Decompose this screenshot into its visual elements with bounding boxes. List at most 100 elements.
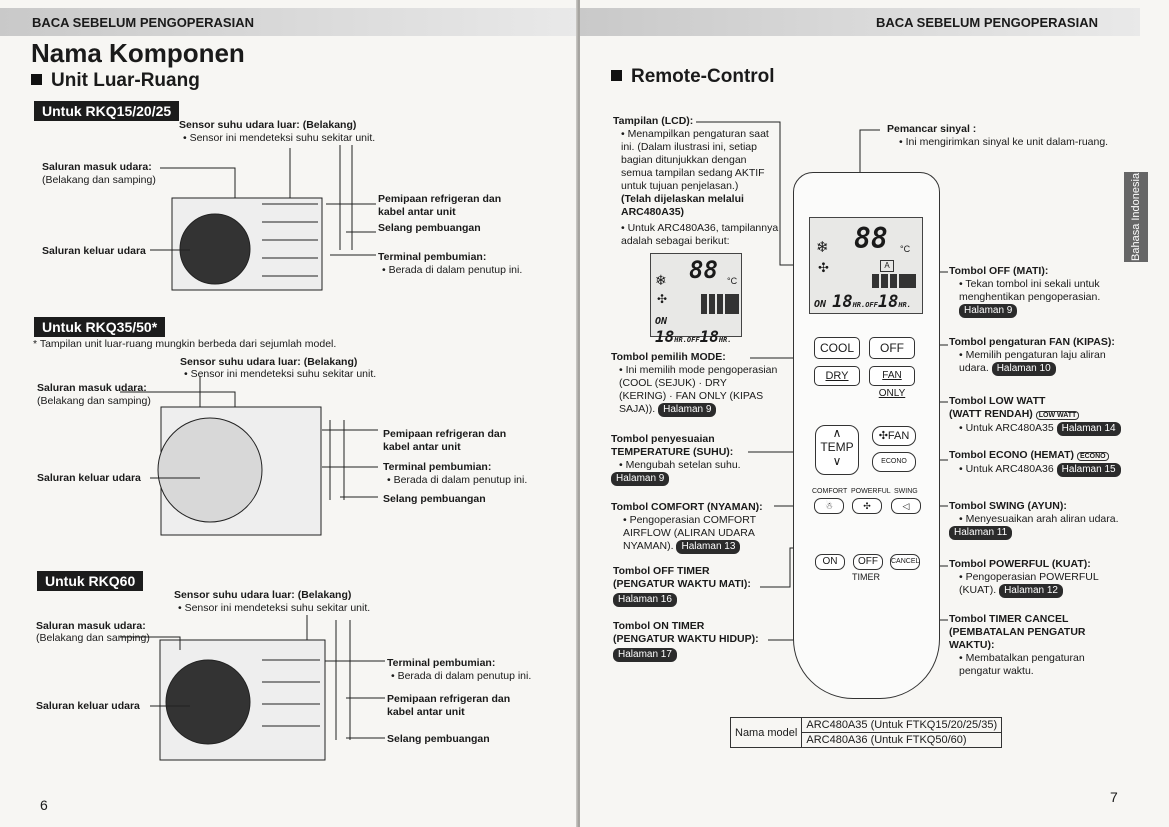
- outlet-label: Saluran keluar udara: [36, 700, 140, 712]
- inlet-title: Saluran masuk udara:: [37, 382, 147, 394]
- lcd-display-arc480a36: 88 °C ❄ ✣ ON 18HR.OFF18HR.: [650, 253, 742, 346]
- off-timer-button[interactable]: OFF: [853, 554, 883, 570]
- powerful-icon: ✣: [863, 501, 871, 511]
- fan-icon: ✣: [657, 292, 668, 306]
- page-ref: Halaman 12: [999, 584, 1063, 598]
- fan-only-button[interactable]: FAN ONLY: [869, 366, 915, 399]
- snowflake-icon: ❄: [816, 239, 829, 256]
- swing-button[interactable]: ◁: [891, 498, 921, 514]
- section-title: Remote-Control: [611, 66, 775, 88]
- fan-description: Tombol pengaturan FAN (KIPAS): • Memilih…: [949, 336, 1115, 376]
- timer-label: TIMER: [852, 572, 880, 582]
- model-row: ARC480A36 (Untuk FTKQ50/60): [801, 732, 1003, 748]
- comfort-button[interactable]: ☃: [814, 498, 844, 514]
- bullet-square-icon: [31, 74, 42, 85]
- page-ref: Halaman 15: [1056, 463, 1121, 477]
- page-ref: Halaman 13: [676, 540, 741, 554]
- model-note: * Tampilan unit luar-ruang mungkin berbe…: [33, 338, 337, 350]
- page-ref: Halaman 17: [613, 648, 677, 662]
- off-description: Tombol OFF (MATI): • Tekan tombol ini se…: [949, 265, 1101, 318]
- comfort-description: Tombol COMFORT (NYAMAN): • Pengoperasian…: [611, 501, 763, 554]
- on-timer-description: Tombol ON TIMER(PENGATUR WAKTU HIDUP): H…: [613, 620, 759, 662]
- comfort-icon: ☃: [824, 501, 834, 511]
- dry-button[interactable]: DRY: [814, 366, 860, 386]
- header-text: BACA SEBELUM PENGOPERASIAN: [32, 15, 254, 30]
- fan-icon: ✣: [878, 430, 888, 442]
- model-badge-1: Untuk RKQ15/20/25: [34, 101, 180, 121]
- outlet-label: Saluran keluar udara: [42, 245, 146, 257]
- terminal-title: Terminal pembumian:: [378, 251, 487, 263]
- terminal-desc: • Berada di dalam penutup ini.: [387, 474, 528, 486]
- sensor-desc: • Sensor ini mendeteksi suhu sekitar uni…: [178, 602, 371, 614]
- inlet-title: Saluran masuk udara:: [36, 620, 146, 632]
- page-ref: Halaman 16: [613, 593, 677, 607]
- fan-button[interactable]: ✣FAN: [872, 426, 916, 446]
- inlet-desc: (Belakang dan samping): [37, 395, 151, 407]
- sensor-desc: • Sensor ini mendeteksi suhu sekitar uni…: [183, 132, 376, 144]
- terminal-title: Terminal pembumian:: [383, 461, 492, 473]
- model-badge-2: Untuk RKQ35/50*: [34, 317, 166, 337]
- snowflake-icon: ❄: [655, 272, 667, 288]
- header-bar: BACA SEBELUM PENGOPERASIAN: [580, 8, 1140, 36]
- swing-icon: ◁: [902, 501, 910, 511]
- fan-level-bars: [872, 274, 916, 288]
- bullet-square-icon: [611, 70, 622, 81]
- inlet-title: Saluran masuk udara:: [42, 161, 152, 173]
- header-bar: BACA SEBELUM PENGOPERASIAN: [0, 8, 578, 36]
- inlet-desc: (Belakang dan samping): [36, 632, 150, 644]
- powerful-button[interactable]: ✣: [852, 498, 882, 514]
- mode-description: Tombol pemilih MODE: • Ini memilih mode …: [611, 351, 778, 417]
- powerful-description: Tombol POWERFUL (KUAT): • Pengoperasian …: [949, 558, 1099, 598]
- chevron-up-icon: ∧: [832, 426, 842, 440]
- model-badge-3: Untuk RKQ60: [37, 571, 144, 591]
- sensor-title: Sensor suhu udara luar: (Belakang): [179, 119, 357, 131]
- econo-description: Tombol ECONO (HEMAT) ECONO • Untuk ARC48…: [949, 449, 1121, 477]
- lcd-description: Tampilan (LCD): • Menampilkan pengaturan…: [613, 115, 779, 247]
- model-label: Nama model: [729, 717, 803, 748]
- hose-label: Selang pembuangan: [383, 493, 486, 505]
- outlet-label: Saluran keluar udara: [37, 472, 141, 484]
- header-text: BACA SEBELUM PENGOPERASIAN: [876, 15, 1098, 30]
- page-number: 7: [1110, 789, 1118, 805]
- econo-button[interactable]: ECONO: [872, 452, 916, 472]
- swing-label: SWING: [894, 488, 918, 495]
- page-ref: Halaman 10: [991, 362, 1056, 376]
- terminal-desc: • Berada di dalam penutup ini.: [382, 264, 523, 276]
- unit-illustrations: [120, 145, 385, 761]
- inlet-desc: (Belakang dan samping): [42, 174, 156, 186]
- hose-label: Selang pembuangan: [378, 222, 481, 234]
- off-timer-description: Tombol OFF TIMER(PENGATUR WAKTU MATI): H…: [613, 565, 751, 607]
- page-ref: Halaman 14: [1056, 422, 1121, 436]
- swing-description: Tombol SWING (AYUN): • Menyesuaikan arah…: [949, 500, 1119, 540]
- cool-button[interactable]: COOL: [814, 337, 860, 359]
- chevron-down-icon: ∨: [832, 454, 842, 468]
- sensor-title: Sensor suhu udara luar: (Belakang): [174, 589, 352, 601]
- page-ref: Halaman 9: [658, 403, 717, 417]
- powerful-label: POWERFUL: [851, 488, 891, 495]
- on-timer-button[interactable]: ON: [815, 554, 845, 570]
- page-ref: Halaman 11: [949, 526, 1013, 540]
- left-page: BACA SEBELUM PENGOPERASIAN Nama Komponen…: [0, 0, 578, 827]
- sensor-title: Sensor suhu udara luar: (Belakang): [180, 356, 358, 368]
- page-ref: Halaman 9: [611, 472, 670, 486]
- fan-level-bars: [701, 294, 739, 314]
- fan-icon: ✣: [818, 260, 829, 275]
- off-button[interactable]: OFF: [869, 337, 915, 359]
- page-ref: Halaman 9: [959, 304, 1018, 318]
- transmitter-description: Pemancar sinyal : • Ini mengirimkan siny…: [887, 123, 1109, 148]
- timer-cancel-button[interactable]: CANCEL: [890, 554, 920, 570]
- terminal-title: Terminal pembumian:: [387, 657, 496, 669]
- sensor-desc: • Sensor ini mendeteksi suhu sekitar uni…: [184, 368, 377, 380]
- comfort-label: COMFORT: [812, 488, 848, 495]
- page-number: 6: [40, 797, 48, 813]
- book-gutter: [576, 0, 582, 827]
- lcd-display-arc480a35: 88 °C ❄ ✣ A ON 18HR.OFF18HR.: [809, 217, 923, 314]
- low-watt-description: Tombol LOW WATT (WATT RENDAH) LOW WATT •…: [949, 395, 1121, 436]
- temp-button[interactable]: ∧ TEMP ∨: [815, 425, 859, 475]
